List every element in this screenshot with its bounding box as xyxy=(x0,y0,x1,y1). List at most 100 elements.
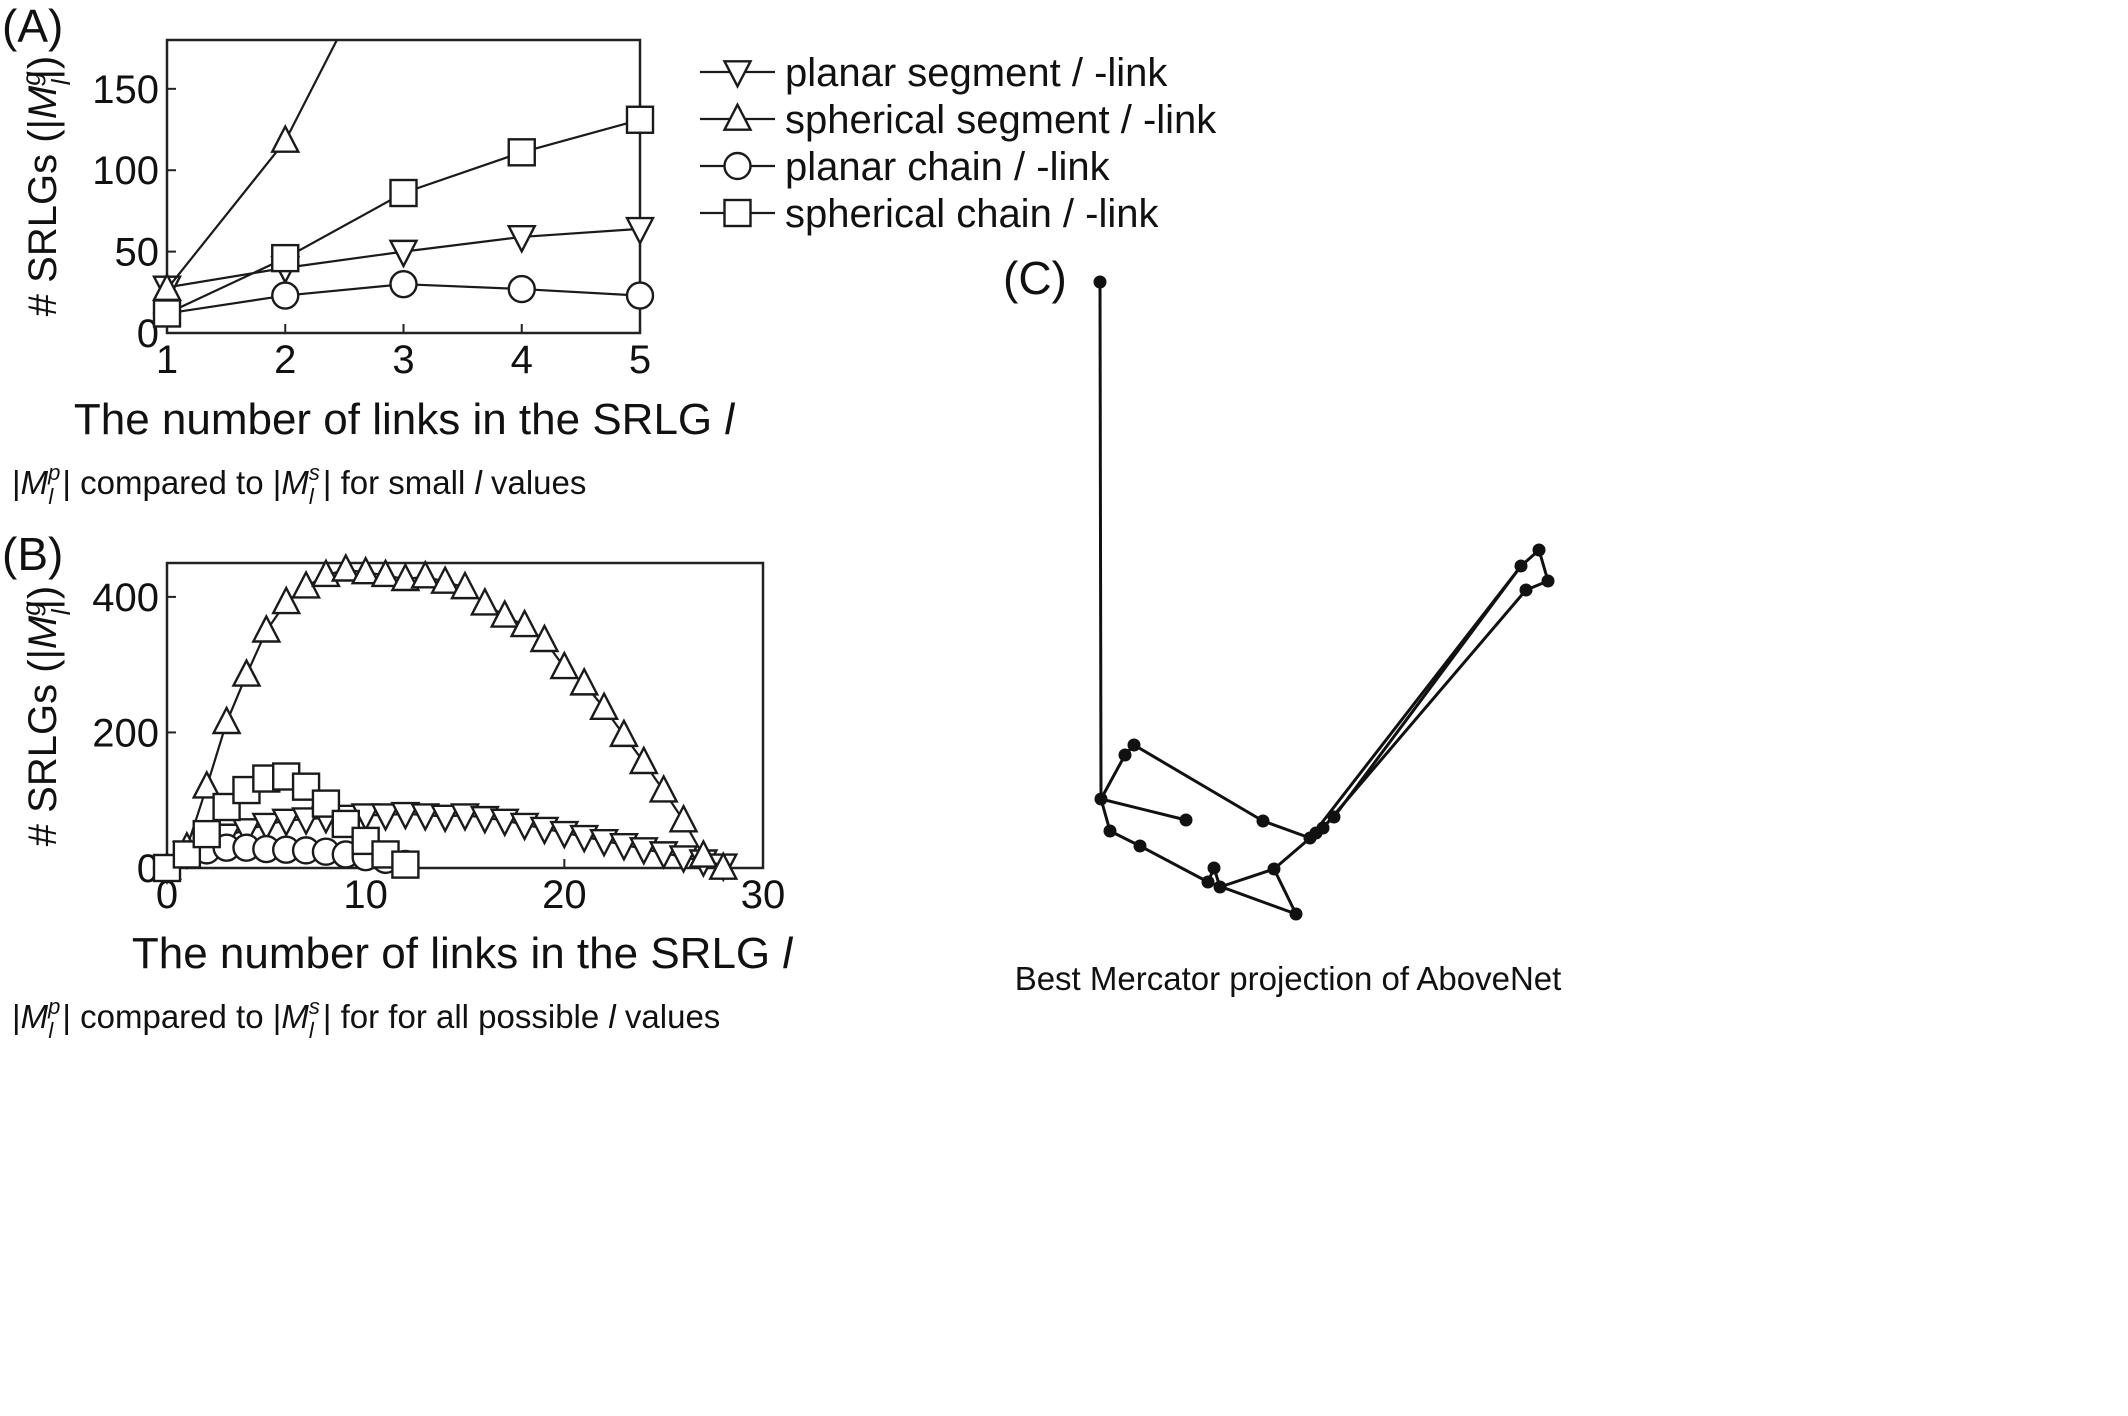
network-edges xyxy=(1098,281,1550,916)
chart-b-point-triangle-down xyxy=(549,820,580,850)
legend-item-triangle-down: planar segment / -link xyxy=(700,51,1168,95)
legend-item-square: spherical chain / -link xyxy=(700,192,1159,236)
panel-label-b: (B) xyxy=(2,528,63,580)
chart-b-point-triangle-down xyxy=(529,816,560,846)
chart-b-point-triangle-down xyxy=(370,803,401,833)
chart-a-point-square xyxy=(271,243,300,273)
legend-item-circle: planar chain / -link xyxy=(700,145,1111,189)
legend-item-triangle-up: spherical segment / -link xyxy=(700,98,1217,142)
x-tick-label: 2 xyxy=(274,338,296,382)
chart-b-point-triangle-down xyxy=(469,805,500,835)
chart-b-point-triangle-up xyxy=(191,769,222,799)
network-node xyxy=(1514,559,1528,573)
chart-b-point-triangle-down xyxy=(231,818,262,847)
chart-b-point-triangle-up xyxy=(509,608,540,638)
chart-b-point-triangle-up xyxy=(589,691,620,720)
x-tick-label: 5 xyxy=(629,338,651,382)
x-tick-label: 20 xyxy=(542,873,587,917)
chart-b-point-triangle-down xyxy=(489,808,520,838)
chart-a-x-axis-label: The number of links in the SRLG l xyxy=(74,395,736,444)
network-edge xyxy=(1099,754,1127,800)
chart-b-point-triangle-up xyxy=(469,586,500,616)
chart-b-point-triangle-up xyxy=(390,562,421,592)
chart-a-x-axis-label-symbol: l xyxy=(724,395,735,444)
network-node xyxy=(1289,907,1303,921)
network-node xyxy=(1207,861,1221,875)
chart-b-point-square xyxy=(391,850,420,879)
network-nodes xyxy=(1093,275,1555,921)
chart-b-series xyxy=(152,552,739,885)
chart-a-point-triangle-down xyxy=(506,225,537,254)
chart-b-point-triangle-up xyxy=(430,565,461,594)
chart-b-point-triangle-up xyxy=(211,705,242,735)
x-tick-label: 4 xyxy=(511,338,533,382)
y-tick-label: 150 xyxy=(92,68,159,112)
network-node xyxy=(1093,275,1107,289)
chart-b-x-axis-label: The number of links in the SRLG l xyxy=(132,929,794,978)
x-tick-label: 0 xyxy=(156,873,178,917)
chart-a-y-axis-label: # SRLGs (|Mgl|) xyxy=(16,56,76,316)
chart-b-y-axis-label: # SRLGs (|Mgl|) xyxy=(16,586,76,846)
network-edge xyxy=(1262,819,1311,840)
chart-a-point-square xyxy=(152,299,182,328)
chart-a-point-triangle-up xyxy=(270,124,301,153)
chart-b-point-triangle-down xyxy=(569,824,600,854)
chart-a-point-square xyxy=(625,105,655,134)
network-node xyxy=(1256,814,1270,828)
chart-a-point-circle xyxy=(625,281,655,310)
chart-b-point-triangle-down xyxy=(430,804,461,834)
chart-b-point-triangle-up xyxy=(549,650,580,680)
chart-b-point-triangle-down xyxy=(668,845,699,875)
chart-a-series-circle xyxy=(152,269,655,328)
chart-b-point-square xyxy=(192,819,221,849)
network-edge xyxy=(1133,743,1264,823)
legend-label: planar segment / -link xyxy=(785,51,1168,95)
chart-a-point-triangle-down xyxy=(388,239,419,269)
network-edge xyxy=(1332,565,1523,818)
chart-b-point-triangle-up xyxy=(708,851,739,880)
chart-b-point-triangle-up xyxy=(688,838,719,868)
chart-a-series-square xyxy=(152,105,655,328)
chart-b-point-triangle-down xyxy=(410,803,441,833)
network-node xyxy=(1541,574,1555,588)
chart-b-point-triangle-up xyxy=(410,559,441,589)
network-node xyxy=(1127,738,1141,752)
chart-a-point-circle xyxy=(271,281,300,310)
network-edge xyxy=(1272,868,1298,915)
network-node xyxy=(1316,821,1330,835)
chart-a-point-square xyxy=(507,138,536,167)
x-tick-label: 1 xyxy=(156,338,178,382)
legend-label: spherical segment / -link xyxy=(785,98,1217,142)
chart-b-series-square xyxy=(152,762,420,883)
network-node xyxy=(1133,839,1147,853)
panel-label-a: (A) xyxy=(2,0,63,52)
chart-b-point-triangle-down xyxy=(450,803,480,833)
network-edge xyxy=(1139,844,1209,884)
y-tick-label: 200 xyxy=(92,711,159,755)
chart-a-point-square xyxy=(389,178,418,208)
chart-b-point-triangle-down xyxy=(648,841,679,870)
chart-b-point-triangle-up xyxy=(608,718,639,748)
chart-b-point-triangle-down xyxy=(628,837,659,866)
x-tick-label: 10 xyxy=(343,873,388,917)
network-node xyxy=(1519,583,1533,597)
chart-b-point-triangle-up xyxy=(350,555,381,585)
network-node xyxy=(1532,543,1546,557)
chart-b-point-triangle-down xyxy=(251,812,282,842)
chart-a-series xyxy=(152,40,655,328)
svg-text:The number of links in the SRL: The number of links in the SRLG l xyxy=(74,395,736,444)
y-tick-label: 400 xyxy=(92,576,159,620)
network-node xyxy=(1179,813,1193,827)
y-tick-label: 100 xyxy=(92,149,159,193)
chart-b-point-triangle-up xyxy=(370,558,401,588)
network-node xyxy=(1118,748,1132,762)
network-node xyxy=(1201,875,1215,889)
chart-b-point-triangle-up xyxy=(450,570,480,600)
